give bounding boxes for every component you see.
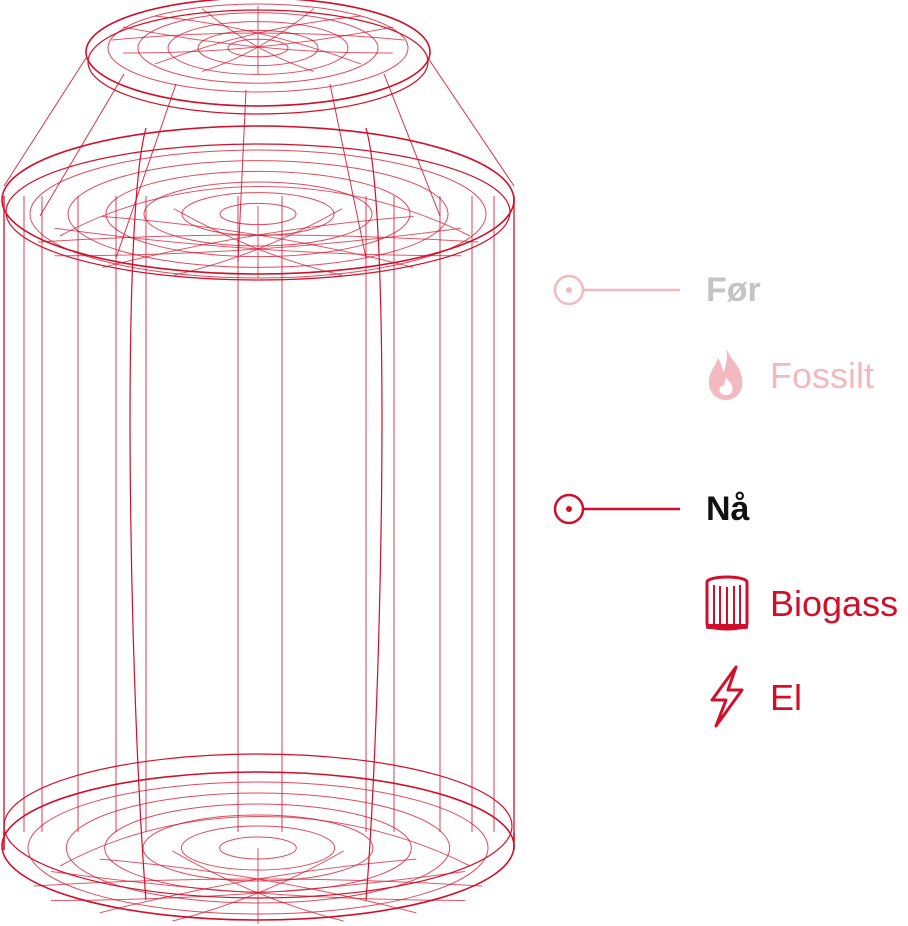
timeline-marker-now: [552, 492, 682, 526]
timeline-marker-before: [552, 273, 682, 307]
biogas-container-icon: [700, 572, 754, 636]
legend-item-biogass: Biogass: [770, 583, 899, 624]
legend-item-fossilt: Fossilt: [770, 355, 875, 396]
lightning-bolt-icon: [700, 664, 754, 728]
tank-wireframe: [1, 0, 515, 925]
flame-icon: [700, 342, 754, 406]
legend-item-el: El: [770, 677, 803, 718]
legend-heading-before: Før: [706, 271, 761, 309]
legend-heading-now: Nå: [706, 490, 750, 528]
